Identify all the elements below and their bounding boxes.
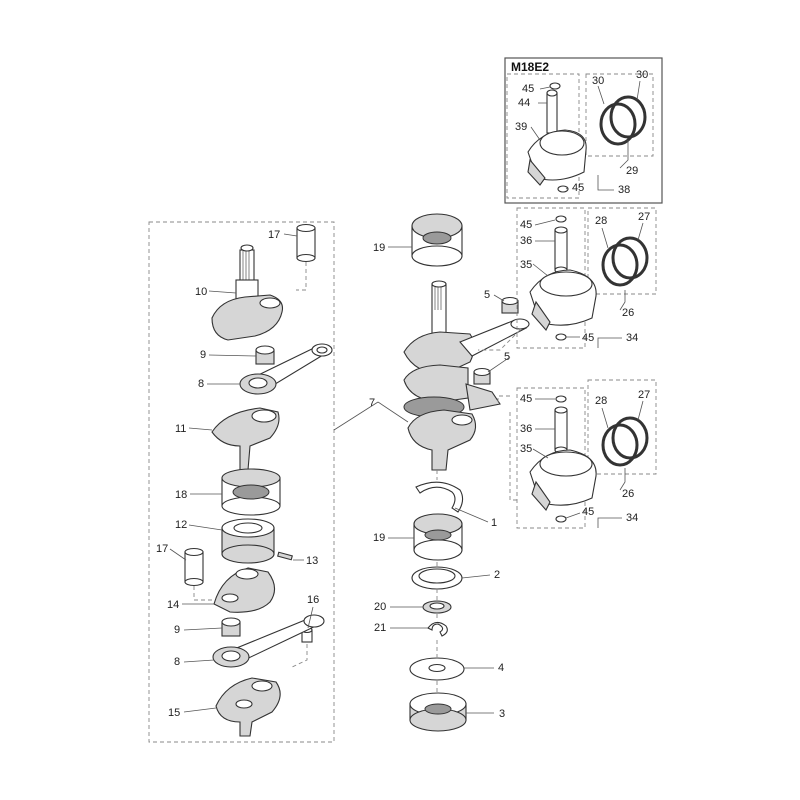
callout-44: 44 bbox=[518, 97, 530, 109]
m18e2-frame bbox=[504, 57, 663, 204]
callout-36a: 36 bbox=[520, 235, 532, 247]
callout-30b: 30 bbox=[636, 69, 648, 81]
callout-1: 1 bbox=[491, 517, 497, 529]
callout-14: 14 bbox=[167, 599, 179, 611]
callout-18: 18 bbox=[175, 489, 187, 501]
piston-ring-30 bbox=[599, 95, 647, 146]
callout-28a: 28 bbox=[595, 215, 607, 227]
callout-36b: 36 bbox=[520, 423, 532, 435]
callout-13: 13 bbox=[306, 555, 318, 567]
callout-11: 11 bbox=[175, 423, 186, 435]
thrust-washer-2 bbox=[411, 566, 463, 590]
callout-35b: 35 bbox=[520, 443, 532, 455]
crank-web-11 bbox=[211, 407, 280, 471]
callout-5b: 5 bbox=[504, 351, 510, 363]
circlip-21 bbox=[427, 621, 448, 637]
callout-34a: 34 bbox=[626, 332, 638, 344]
piston-35-upper bbox=[529, 269, 597, 331]
needle-bearing-9-top bbox=[255, 345, 275, 365]
ball-bearing-19-bottom bbox=[413, 513, 463, 561]
callout-34b: 34 bbox=[626, 512, 638, 524]
callout-7: 7 bbox=[369, 397, 375, 409]
callout-30a: 30 bbox=[592, 75, 604, 87]
circlip-45-bottom bbox=[557, 185, 569, 193]
upper-piston-group-box bbox=[516, 207, 586, 349]
washer-4 bbox=[409, 657, 465, 681]
callout-45e: 45 bbox=[520, 393, 532, 405]
needle-bearing-9-bottom bbox=[221, 617, 241, 637]
ball-bearing-19-top bbox=[411, 213, 463, 267]
callout-2: 2 bbox=[494, 569, 500, 581]
callout-17b: 17 bbox=[156, 543, 168, 555]
callout-12: 12 bbox=[175, 519, 187, 531]
callout-8b: 8 bbox=[174, 656, 180, 668]
callout-45f: 45 bbox=[582, 506, 594, 518]
callout-9a: 9 bbox=[200, 349, 206, 361]
left-assembly-box bbox=[148, 221, 335, 743]
piston-ring-28-27-lower bbox=[601, 416, 649, 467]
callout-5a: 5 bbox=[484, 289, 490, 301]
callout-19a: 19 bbox=[373, 242, 385, 254]
piston-pin-36-upper bbox=[554, 226, 568, 274]
oil-seal-3 bbox=[409, 692, 467, 732]
lower-piston-group-box bbox=[516, 387, 586, 529]
callout-19b: 19 bbox=[373, 532, 385, 544]
connecting-rod-8-top bbox=[239, 343, 333, 395]
callout-20: 20 bbox=[374, 601, 386, 613]
ball-bearing-18 bbox=[221, 468, 281, 516]
crankshaft-7 bbox=[403, 280, 530, 471]
callout-21: 21 bbox=[374, 622, 386, 634]
callout-9b: 9 bbox=[174, 624, 180, 636]
needle-bearing-5-middle bbox=[473, 367, 491, 385]
crank-web-10 bbox=[211, 244, 284, 341]
callout-38: 38 bbox=[618, 184, 630, 196]
circlip-45-upper-top bbox=[555, 215, 567, 223]
retaining-ring-1 bbox=[415, 481, 464, 513]
dowel-pin-13 bbox=[277, 551, 293, 561]
callout-4: 4 bbox=[498, 662, 504, 674]
callout-26b: 26 bbox=[622, 488, 634, 500]
callout-45a: 45 bbox=[522, 83, 534, 95]
needle-bearing-5-top bbox=[501, 296, 519, 314]
circlip-45-lower-top bbox=[555, 395, 567, 403]
piston-35-lower bbox=[529, 449, 597, 511]
crank-web-15 bbox=[215, 677, 281, 737]
callout-45b: 45 bbox=[572, 182, 584, 194]
lower-ring-group-box bbox=[587, 379, 657, 475]
connecting-rod-8-bottom bbox=[212, 614, 325, 668]
piston-pin-36-lower bbox=[554, 406, 568, 454]
callout-45d: 45 bbox=[582, 332, 594, 344]
piston-pin-44 bbox=[546, 89, 558, 134]
callout-10: 10 bbox=[195, 286, 207, 298]
washer-20 bbox=[422, 600, 452, 614]
callout-3: 3 bbox=[499, 708, 505, 720]
model-label: M18E2 bbox=[511, 60, 549, 74]
callout-35a: 35 bbox=[520, 259, 532, 271]
circlip-45-top bbox=[549, 82, 561, 90]
callout-27a: 27 bbox=[638, 211, 650, 223]
crank-web-14 bbox=[213, 567, 276, 613]
callout-27b: 27 bbox=[638, 389, 650, 401]
callout-17a: 17 bbox=[268, 229, 280, 241]
piston-39 bbox=[527, 129, 587, 186]
gear-12 bbox=[221, 518, 275, 564]
crankpin-17-bottom bbox=[184, 547, 204, 587]
circlip-45-lower-bottom bbox=[555, 515, 567, 523]
m18e2-ring-group-box bbox=[585, 73, 654, 157]
callout-8a: 8 bbox=[198, 378, 204, 390]
callout-15: 15 bbox=[168, 707, 180, 719]
crankpin-17-top bbox=[296, 223, 316, 263]
callout-28b: 28 bbox=[595, 395, 607, 407]
callout-16: 16 bbox=[307, 594, 319, 606]
callout-45c: 45 bbox=[520, 219, 532, 231]
piston-ring-28-27-upper bbox=[601, 236, 649, 287]
circlip-45-upper-bottom bbox=[555, 333, 567, 341]
callout-29: 29 bbox=[626, 165, 638, 177]
callout-26a: 26 bbox=[622, 307, 634, 319]
callout-39: 39 bbox=[515, 121, 527, 133]
